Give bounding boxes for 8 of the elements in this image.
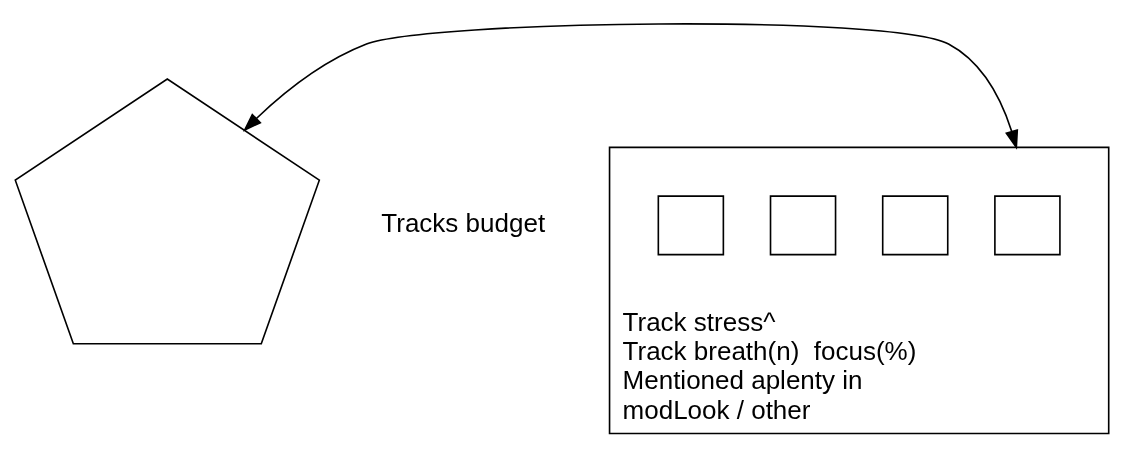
cluster: Track stress^ Track breath(n) focus(%) Mentioned aplenty in modLook / other — [608, 146, 1110, 435]
node-box — [769, 195, 837, 256]
node-label: Tracks budget — [381, 207, 546, 238]
node-box — [881, 195, 949, 256]
node-box — [657, 195, 725, 256]
node-box — [994, 195, 1061, 256]
arrow — [242, 23, 1019, 150]
node-pentagon — [14, 78, 321, 345]
